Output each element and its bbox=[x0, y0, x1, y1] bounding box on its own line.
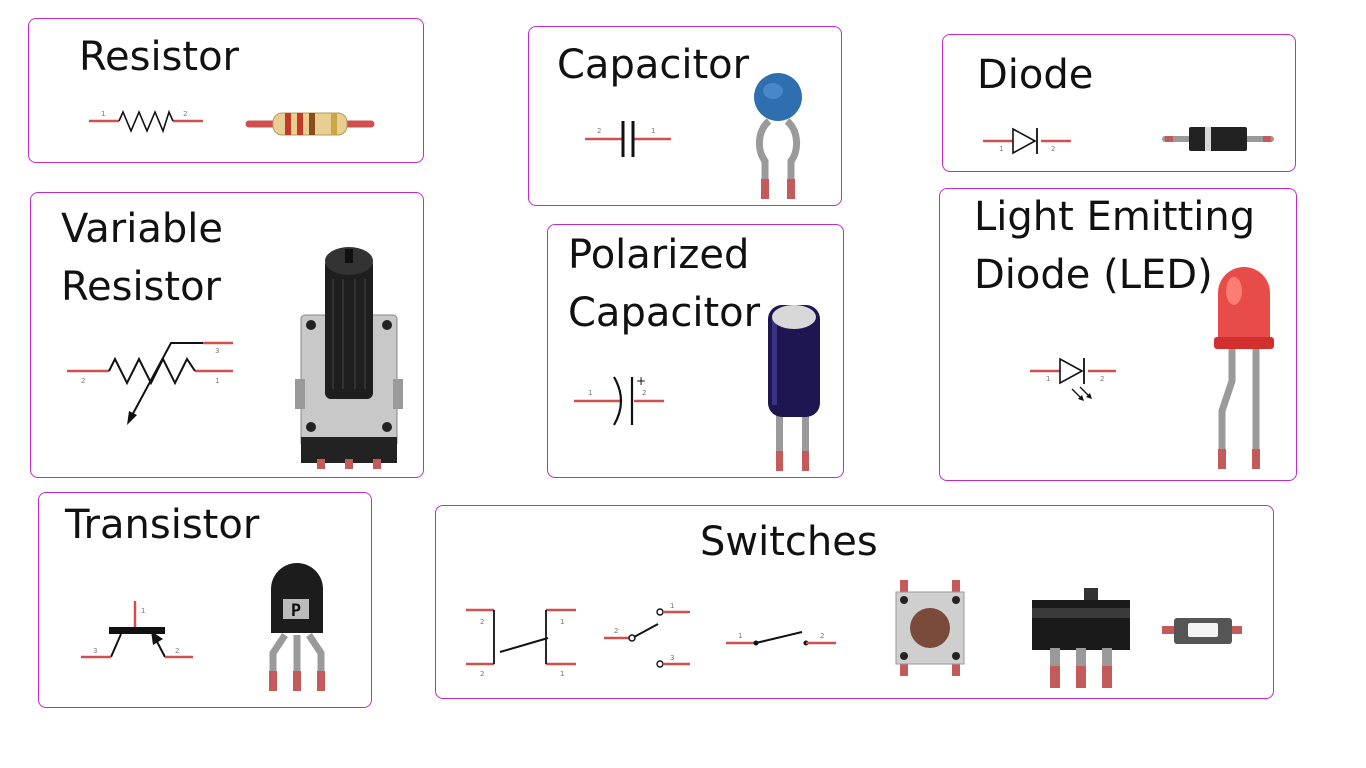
diode-pin-1: 1 bbox=[999, 145, 1003, 153]
diode-pin-2: 2 bbox=[1051, 145, 1055, 153]
resistor-image bbox=[245, 112, 375, 136]
spdt-pin-2: 2 bbox=[614, 627, 618, 635]
led-card: Light Emitting Diode (LED) 1 2 bbox=[939, 188, 1297, 481]
diode-card: Diode 1 2 bbox=[942, 34, 1296, 172]
spst-switch-symbol: 1 2 bbox=[726, 631, 836, 646]
dpst-switch-symbol: 2 2 1 1 bbox=[466, 608, 576, 678]
transistor-symbol: 1 3 2 bbox=[81, 601, 193, 659]
transistor-pin-2: 2 bbox=[175, 647, 179, 655]
led-image bbox=[1214, 267, 1274, 469]
diode-image bbox=[1162, 127, 1274, 151]
electrolytic-capacitor-image bbox=[768, 305, 820, 471]
capacitor-symbol: 2 1 bbox=[585, 121, 671, 157]
dpst-pin-1b: 1 bbox=[560, 670, 564, 678]
variable-resistor-pin-1: 1 bbox=[215, 377, 219, 385]
capacitor-pin-1: 1 bbox=[651, 127, 655, 135]
polarized-capacitor-title-line2: Capacitor bbox=[568, 290, 761, 336]
ceramic-capacitor-image bbox=[754, 73, 802, 199]
capacitor-card: Capacitor 2 1 bbox=[528, 26, 842, 206]
variable-resistor-title-line2: Resistor bbox=[61, 264, 221, 310]
diode-title: Diode bbox=[977, 52, 1094, 98]
resistor-card: Resistor 1 2 bbox=[28, 18, 424, 163]
dpst-pin-2b: 2 bbox=[480, 670, 484, 678]
led-pin-2: 2 bbox=[1100, 375, 1104, 383]
spst-pin-2: 2 bbox=[820, 632, 824, 640]
transistor-card: Transistor 1 3 2 P bbox=[38, 492, 372, 708]
spst-pin-1: 1 bbox=[738, 632, 742, 640]
variable-resistor-pin-3: 3 bbox=[215, 347, 219, 355]
resistor-pin-1: 1 bbox=[101, 110, 105, 118]
led-title-line2: Diode (LED) bbox=[974, 252, 1213, 298]
led-symbol: 1 2 bbox=[1030, 357, 1116, 401]
variable-resistor-title-line1: Variable bbox=[61, 206, 223, 252]
variable-resistor-card: Variable Resistor 2 3 1 bbox=[30, 192, 424, 478]
switches-card: Switches 2 2 1 1 2 1 3 1 2 bbox=[435, 505, 1274, 699]
resistor-symbol: 1 2 bbox=[89, 109, 203, 134]
led-pin-1: 1 bbox=[1046, 375, 1050, 383]
dpst-pin-1a: 1 bbox=[560, 618, 564, 626]
diode-symbol: 1 2 bbox=[983, 127, 1071, 155]
polarized-capacitor-pin-1: 1 bbox=[588, 389, 592, 397]
polarized-capacitor-pin-2: 2 bbox=[642, 389, 646, 397]
transistor-pin-3: 3 bbox=[93, 647, 97, 655]
led-title-line1: Light Emitting bbox=[974, 194, 1256, 240]
resistor-title: Resistor bbox=[79, 34, 239, 80]
switches-title: Switches bbox=[700, 519, 878, 565]
to92-transistor-image: P bbox=[269, 563, 325, 691]
slide-switch-image bbox=[1032, 588, 1130, 688]
dpst-pin-2a: 2 bbox=[480, 618, 484, 626]
spdt-switch-symbol: 2 1 3 bbox=[604, 602, 690, 668]
capacitor-title: Capacitor bbox=[557, 42, 750, 88]
polarized-capacitor-card: Polarized Capacitor + 1 2 bbox=[547, 224, 844, 478]
transistor-title: Transistor bbox=[65, 502, 260, 548]
tactile-button-image bbox=[895, 580, 965, 676]
smd-button-image bbox=[1162, 618, 1242, 644]
polarized-capacitor-symbol: + 1 2 bbox=[574, 374, 664, 426]
polarized-capacitor-title-line1: Polarized bbox=[568, 232, 750, 278]
spdt-pin-3: 3 bbox=[670, 654, 674, 662]
polarized-capacitor-plus: + bbox=[636, 374, 646, 388]
spdt-pin-1: 1 bbox=[670, 602, 674, 610]
transistor-package-mark: P bbox=[291, 601, 301, 621]
transistor-pin-1: 1 bbox=[141, 607, 145, 615]
variable-resistor-pin-2: 2 bbox=[81, 377, 85, 385]
resistor-pin-2: 2 bbox=[183, 110, 187, 118]
capacitor-pin-2: 2 bbox=[597, 127, 601, 135]
potentiometer-image bbox=[295, 247, 403, 469]
variable-resistor-symbol: 2 3 1 bbox=[67, 341, 233, 425]
